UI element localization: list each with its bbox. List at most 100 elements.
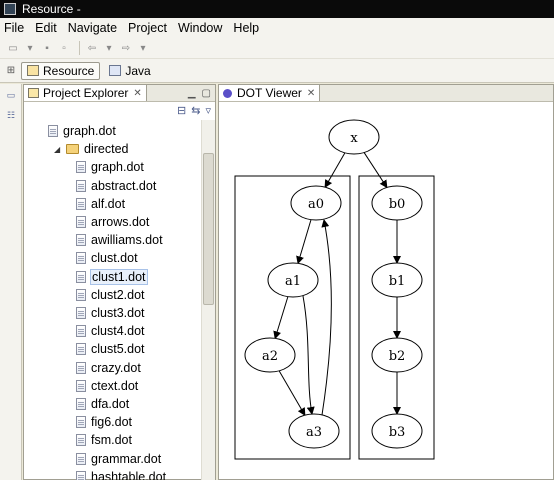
text-file-icon (76, 470, 86, 480)
text-file-icon (76, 452, 86, 465)
tree-item-label: crazy.dot (91, 360, 141, 375)
text-file-icon (76, 325, 86, 338)
restore-icon[interactable]: ▭ (6, 90, 16, 100)
folder-icon (28, 88, 39, 98)
menu-help[interactable]: Help (233, 21, 260, 35)
menu-file[interactable]: File (4, 21, 25, 35)
print-icon[interactable]: ▫ (62, 42, 66, 54)
text-file-icon (76, 252, 86, 265)
view-menu-icon[interactable]: ▿ (205, 104, 211, 117)
perspective-java[interactable]: Java (104, 62, 155, 80)
vertical-scrollbar[interactable] (201, 120, 215, 480)
graph-node-a2: a2 (244, 337, 296, 373)
text-file-icon (76, 270, 86, 283)
perspective-resource[interactable]: Resource (21, 61, 101, 80)
outline-icon[interactable]: ☷ (6, 110, 16, 120)
menu-project[interactable]: Project (128, 21, 167, 35)
tree-item-label: grammar.dot (91, 451, 162, 466)
tree-file[interactable]: graph.dot (48, 122, 116, 140)
tree-file[interactable]: grammar.dot (76, 450, 161, 468)
editor-tabbar: DOT Viewer ✕ (219, 85, 553, 102)
tree-file[interactable]: clust5.dot (76, 340, 145, 358)
tree-item-label: clust5.dot (91, 342, 145, 357)
graph-node-label: b3 (389, 425, 406, 440)
tree-file[interactable]: clust4.dot (76, 322, 145, 340)
new-dropdown-icon[interactable]: ▾ (27, 42, 33, 54)
tree-file[interactable]: awilliams.dot (76, 231, 163, 249)
back-icon[interactable]: ⇦ (87, 42, 97, 54)
tree-file[interactable]: fsm.dot (76, 431, 132, 449)
explorer-toolbar: ⊟ ⇆ ▿ (24, 102, 215, 118)
text-file-icon (76, 416, 86, 429)
editor-title: DOT Viewer (237, 86, 302, 100)
graph-node-ellipse (371, 262, 423, 298)
tree-item-label: clust3.dot (91, 306, 145, 320)
tree-file[interactable]: fig6.dot (76, 413, 132, 431)
menu-edit[interactable]: Edit (35, 21, 57, 35)
graph-edge-a3-a0 (321, 219, 332, 416)
perspective-bar: ⊞ Resource Java (0, 59, 554, 83)
tree-item-label: dfa.dot (91, 397, 130, 411)
text-file-icon (48, 125, 58, 137)
minimize-icon[interactable]: ▁ (187, 87, 196, 99)
expand-twisty-icon[interactable]: ◢ (54, 144, 61, 154)
new-icon[interactable]: ▭ (8, 42, 18, 54)
forward-dropdown-icon[interactable]: ▾ (140, 42, 146, 54)
graph-node-a3: a3 (288, 413, 340, 449)
tree-file[interactable]: graph.dot (76, 158, 144, 176)
graph-node-b2: b2 (371, 337, 423, 373)
tree-item-label: graph.dot (63, 124, 116, 138)
maximize-icon[interactable]: ▢ (201, 87, 211, 99)
tree-file[interactable]: crazy.dot (76, 359, 141, 377)
tree-item-label: directed (84, 142, 129, 157)
text-file-icon (76, 398, 86, 410)
tree-item-label: clust2.dot (91, 287, 145, 302)
text-file-icon (76, 179, 86, 192)
tree-item-label: fig6.dot (91, 415, 133, 430)
tree-file[interactable]: arrows.dot (76, 213, 149, 231)
tree-item-label: graph.dot (91, 160, 144, 175)
tree-item-label: hashtable.dot (91, 469, 167, 480)
text-file-icon (76, 288, 86, 301)
menu-window[interactable]: Window (177, 21, 223, 35)
tree-file[interactable]: ctext.dot (76, 377, 138, 395)
toolbar-separator (79, 41, 80, 55)
tree-item-label: fsm.dot (91, 433, 132, 448)
forward-icon[interactable]: ⇨ (121, 42, 131, 54)
graph-node-a0: a0 (290, 185, 342, 221)
menu-navigate[interactable]: Navigate (67, 21, 118, 35)
scrollbar-thumb[interactable] (203, 153, 214, 305)
graph-node-ellipse (267, 262, 319, 298)
tree-file[interactable]: clust3.dot (76, 304, 145, 322)
tree-file[interactable]: dfa.dot (76, 395, 129, 413)
graph-cluster (234, 175, 351, 460)
text-file-icon (76, 161, 86, 174)
graph-node-label: x (350, 131, 358, 146)
tree-file[interactable]: clust1.dot (76, 268, 148, 286)
collapse-all-icon[interactable]: ⊟ (177, 104, 187, 117)
text-file-icon (76, 379, 86, 392)
graph-node-ellipse (371, 337, 423, 373)
open-perspective-icon[interactable]: ⊞ (6, 65, 16, 76)
tree-file[interactable]: clust.dot (76, 249, 138, 267)
save-icon[interactable]: ▪ (45, 42, 49, 54)
close-icon[interactable]: ✕ (306, 87, 316, 99)
tree-file[interactable]: abstract.dot (76, 177, 156, 195)
graph-node-label: a0 (308, 197, 324, 212)
tab-project-explorer[interactable]: Project Explorer ✕ (24, 85, 147, 101)
tree-folder[interactable]: ◢ directed (54, 140, 128, 158)
graph-cluster (358, 175, 435, 460)
tree-file[interactable]: clust2.dot (76, 286, 145, 304)
tab-dot-viewer[interactable]: DOT Viewer ✕ (219, 85, 321, 101)
explorer-tabbar: Project Explorer ✕ ▁ ▢ (24, 85, 215, 102)
close-icon[interactable]: ✕ (133, 87, 142, 99)
window-title: Resource - (22, 2, 81, 16)
graph-node-label: b0 (389, 197, 406, 212)
link-with-editor-icon[interactable]: ⇆ (191, 104, 201, 117)
graph-node-ellipse (290, 185, 342, 221)
back-dropdown-icon[interactable]: ▾ (106, 42, 112, 54)
tree-item-label: arrows.dot (91, 215, 150, 229)
tree-file[interactable]: alf.dot (76, 195, 125, 213)
tree-file[interactable]: hashtable.dot (76, 468, 166, 480)
